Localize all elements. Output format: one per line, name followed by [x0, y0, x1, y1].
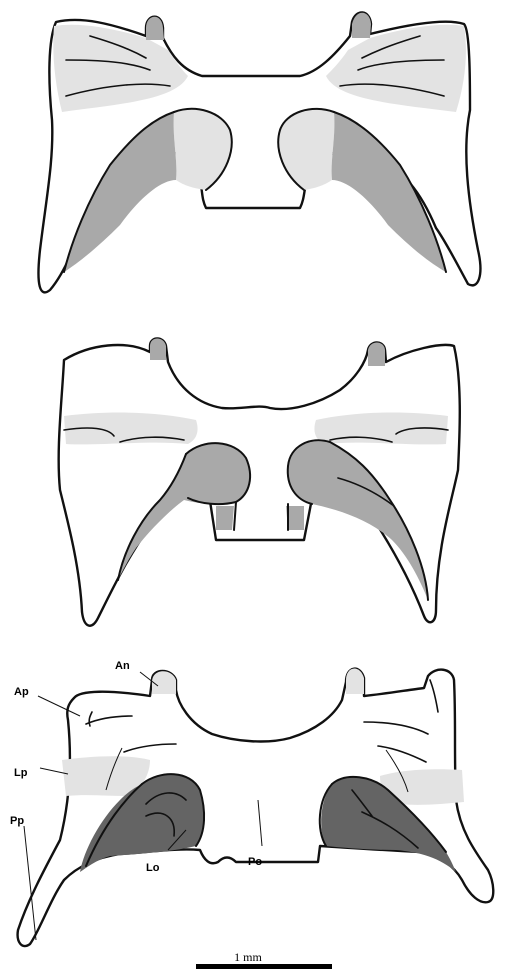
label-lo: Lo [146, 862, 160, 874]
scale-bar: 1 mm [196, 950, 332, 969]
scale-bar-label: 1 mm [234, 950, 262, 964]
label-po: Po [248, 856, 262, 868]
label-ap: Ap [14, 686, 29, 698]
specimen-bottom: Ap An Lp Pp Lo Po [10, 660, 493, 946]
specimen-top [38, 12, 480, 292]
specimen-middle [59, 339, 460, 626]
label-an: An [115, 660, 130, 672]
label-pp: Pp [10, 815, 24, 827]
scale-bar-line [196, 964, 332, 969]
label-lp: Lp [14, 767, 28, 779]
